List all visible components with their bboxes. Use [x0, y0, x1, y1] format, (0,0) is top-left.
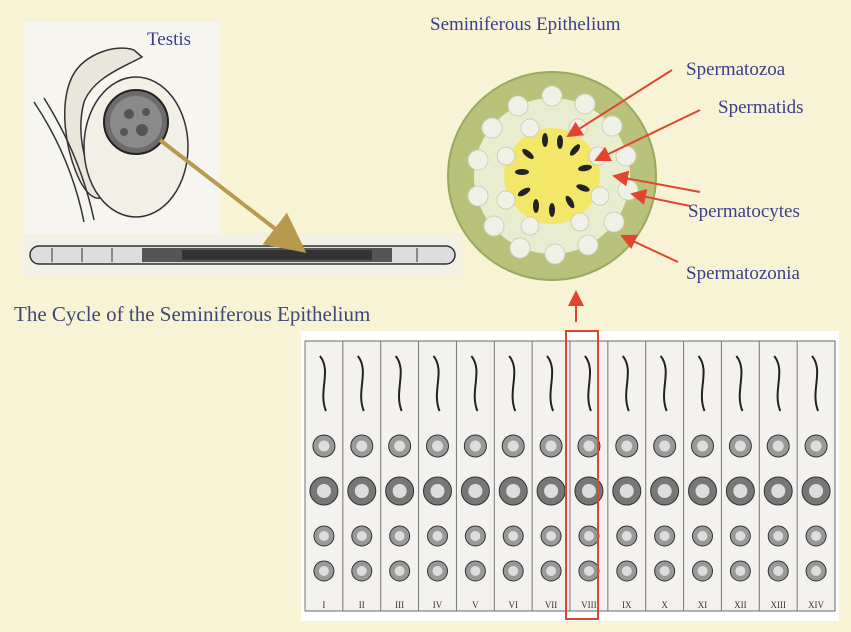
- cell-nucleus: [811, 441, 822, 452]
- cell-nucleus: [546, 441, 557, 452]
- stage-label: XIV: [808, 600, 824, 610]
- stage-label: V: [472, 600, 479, 610]
- spermatozonia-label: Spermatozonia: [686, 264, 800, 283]
- cell-nucleus: [809, 484, 823, 498]
- cell-nucleus: [470, 441, 481, 452]
- cell-nucleus: [395, 531, 405, 541]
- cell-nucleus: [773, 531, 783, 541]
- spermatozoa-label: Spermatozoa: [686, 60, 785, 79]
- cell-nucleus: [357, 531, 367, 541]
- spermatozoa-arrow: [568, 70, 672, 136]
- cell-nucleus: [508, 566, 518, 576]
- stage-label: I: [322, 600, 325, 610]
- cell-nucleus: [620, 484, 634, 498]
- cell-nucleus: [393, 484, 407, 498]
- cell-nucleus: [433, 566, 443, 576]
- tubule-drawing: [22, 234, 462, 276]
- cell-nucleus: [621, 441, 632, 452]
- cell-nucleus: [771, 484, 785, 498]
- cell-nucleus: [356, 441, 367, 452]
- cell-nucleus: [395, 566, 405, 576]
- cell-nucleus: [394, 441, 405, 452]
- cell-nucleus: [735, 531, 745, 541]
- spermatocytes-arrow-2: [632, 194, 690, 206]
- cell-nucleus: [317, 484, 331, 498]
- cell-nucleus: [660, 531, 670, 541]
- cell-nucleus: [431, 484, 445, 498]
- cell-nucleus: [735, 566, 745, 576]
- cell-nucleus: [658, 484, 672, 498]
- tubule-strip: [22, 234, 462, 276]
- cell-nucleus: [355, 484, 369, 498]
- cell-nucleus: [659, 441, 670, 452]
- stage-label: VI: [508, 600, 518, 610]
- cell-nucleus: [811, 566, 821, 576]
- cell-nucleus: [357, 566, 367, 576]
- testis-illustration: [24, 22, 220, 250]
- cell-nucleus: [433, 531, 443, 541]
- stage-label: XI: [698, 600, 708, 610]
- cell-nucleus: [696, 484, 710, 498]
- stage-label: XII: [734, 600, 747, 610]
- cell-nucleus: [470, 566, 480, 576]
- cell-nucleus: [468, 484, 482, 498]
- cell-nucleus: [660, 566, 670, 576]
- cell-nucleus: [811, 531, 821, 541]
- stage-label: X: [661, 600, 668, 610]
- cell-nucleus: [506, 484, 520, 498]
- cell-nucleus: [735, 441, 746, 452]
- spermatids-label: Spermatids: [718, 98, 804, 117]
- cycle-title: The Cycle of the Seminiferous Epithelium: [14, 304, 370, 325]
- cell-nucleus: [319, 566, 329, 576]
- spermatozonia-arrow: [622, 236, 678, 262]
- cell-nucleus: [773, 566, 783, 576]
- cell-nucleus: [698, 566, 708, 576]
- cell-nucleus: [622, 531, 632, 541]
- cell-nucleus: [319, 531, 329, 541]
- stage-label: XIII: [770, 600, 786, 610]
- spermatocytes-label: Spermatocytes: [688, 202, 800, 221]
- cell-nucleus: [698, 531, 708, 541]
- spermatids-arrow: [596, 110, 700, 160]
- stage-label: II: [359, 600, 365, 610]
- stage-label: IX: [622, 600, 632, 610]
- cell-nucleus: [470, 531, 480, 541]
- spermatocytes-arrow-1: [614, 176, 700, 192]
- stage-label: III: [395, 600, 404, 610]
- stage-label: IV: [433, 600, 443, 610]
- testis-label: Testis: [147, 30, 191, 49]
- cell-nucleus: [432, 441, 443, 452]
- testis-drawing: [24, 22, 220, 250]
- cell-nucleus: [508, 531, 518, 541]
- cell-nucleus: [773, 441, 784, 452]
- cell-nucleus: [318, 441, 329, 452]
- tubule-cross-section: [448, 72, 656, 280]
- cell-nucleus: [622, 566, 632, 576]
- cell-nucleus: [546, 531, 556, 541]
- cell-nucleus: [697, 441, 708, 452]
- cell-nucleus: [733, 484, 747, 498]
- cell-nucleus: [546, 566, 556, 576]
- seminiferous-epithelium-label: Seminiferous Epithelium: [430, 15, 621, 34]
- cell-nucleus: [544, 484, 558, 498]
- stage-label: VII: [545, 600, 558, 610]
- cell-nucleus: [508, 441, 519, 452]
- highlighted-stage-box: [565, 330, 599, 620]
